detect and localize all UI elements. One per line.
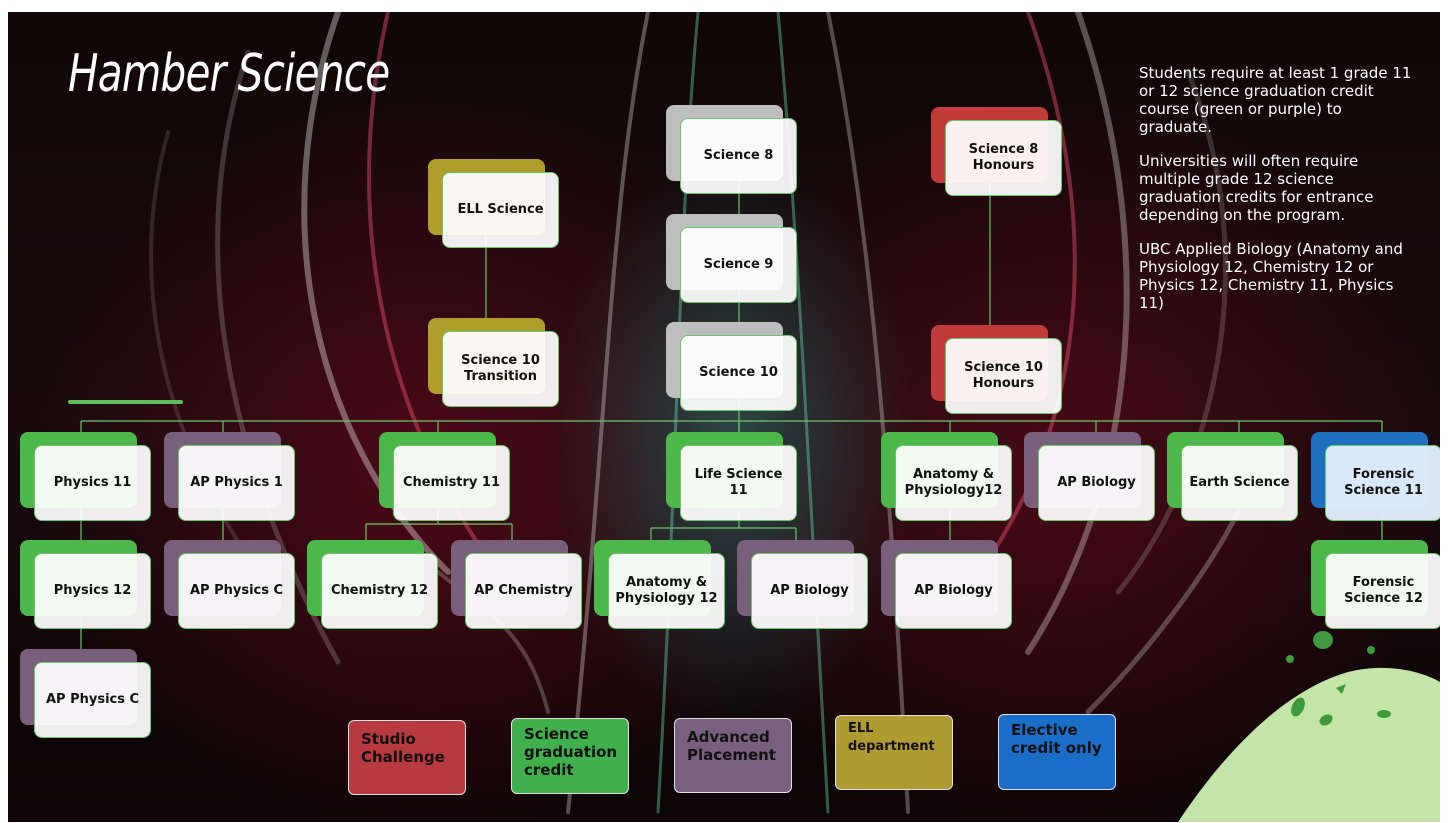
course-label: Science 10 — [680, 335, 797, 411]
legend-advanced-placement: Advanced Placement — [674, 718, 792, 793]
course-label: Forensic Science 12 — [1325, 553, 1440, 629]
course-label: AP Physics C — [34, 662, 151, 738]
course-label: Earth Science — [1181, 445, 1298, 521]
requirements-notes: Students require at least 1 grade 11 or … — [1139, 64, 1414, 328]
course-label: Forensic Science 11 — [1325, 445, 1440, 521]
course-label: Anatomy & Physiology 12 — [608, 553, 725, 629]
note-graduation: Students require at least 1 grade 11 or … — [1139, 64, 1412, 136]
course-label: Science 10 Honours — [945, 338, 1062, 414]
course-label: Chemistry 12 — [321, 553, 438, 629]
course-label: AP Biology — [895, 553, 1012, 629]
course-label: Science 10 Transition — [442, 331, 559, 407]
legend-elective-credit-only: Elective credit only — [998, 714, 1116, 790]
course-label: ELL Science — [442, 172, 559, 248]
course-label: AP Biology — [1038, 445, 1155, 521]
course-label: AP Physics 1 — [178, 445, 295, 521]
page-title: Hamber Science — [68, 44, 390, 104]
course-label: Physics 11 — [34, 445, 151, 521]
slide-canvas: Hamber Science — [8, 12, 1440, 822]
course-label: Science 9 — [680, 227, 797, 303]
course-label: AP Biology — [751, 553, 868, 629]
course-label: Science 8 — [680, 118, 797, 194]
course-label: Life Science 11 — [680, 445, 797, 521]
course-label: AP Physics C — [178, 553, 295, 629]
legend-ell-department: ELL department — [835, 715, 953, 790]
legend-studio-challenge: Studio Challenge — [348, 720, 466, 795]
legend-science-graduation-credit: Science graduation credit — [511, 718, 629, 794]
note-ubc-example: UBC Applied Biology (Anatomy and Physiol… — [1139, 240, 1403, 312]
course-label: Chemistry 11 — [393, 445, 510, 521]
note-universities: Universities will often require multiple… — [1139, 152, 1374, 224]
course-label: Physics 12 — [34, 553, 151, 629]
course-label: Anatomy & Physiology12 — [895, 445, 1012, 521]
course-label: AP Chemistry — [465, 553, 582, 629]
title-underline — [68, 400, 183, 404]
decorative-green-blob — [1178, 631, 1440, 822]
course-label: Science 8 Honours — [945, 120, 1062, 196]
